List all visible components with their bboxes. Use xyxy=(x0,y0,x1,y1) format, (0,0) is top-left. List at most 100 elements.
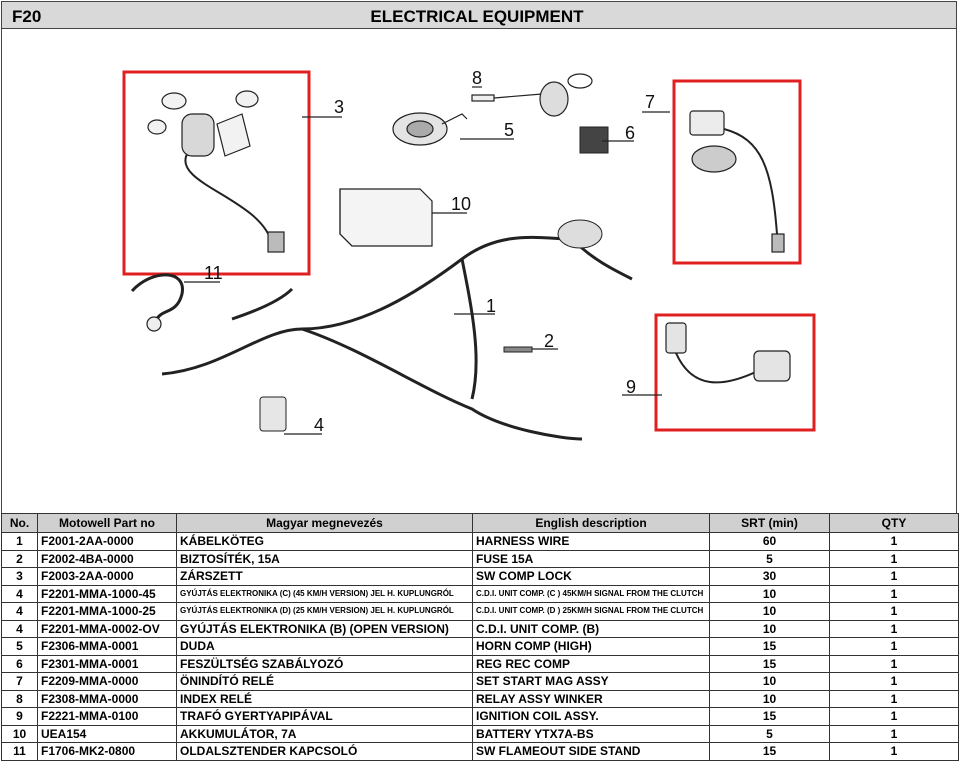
callout-7: 7 xyxy=(645,92,655,112)
row-part-no: F2001-2AA-0000 xyxy=(37,532,177,551)
row-srt: 5 xyxy=(709,549,830,568)
row-hungarian-name: GYÚJTÁS ELEKTRONIKA (B) (OPEN VERSION) xyxy=(176,619,473,638)
row-qty: 1 xyxy=(829,619,959,638)
row-english-description: FUSE 15A xyxy=(472,549,710,568)
col-header-no: No. xyxy=(1,513,38,533)
callout-11: 11 xyxy=(204,263,223,283)
row-qty: 1 xyxy=(829,602,959,621)
row-part-no: F2301-MMA-0001 xyxy=(37,654,177,673)
row-no: 9 xyxy=(1,707,38,726)
callout-2: 2 xyxy=(544,331,554,351)
col-header-qty: QTY xyxy=(829,513,959,533)
row-srt: 30 xyxy=(709,567,830,586)
parts-table: No. Motowell Part no Magyar megnevezés E… xyxy=(1,513,959,761)
leader-lines xyxy=(184,86,670,435)
col-header-part-no: Motowell Part no xyxy=(37,513,177,533)
row-english-description: SW COMP LOCK xyxy=(472,567,710,586)
regulator-drawing xyxy=(579,126,609,154)
row-part-no: F2003-2AA-0000 xyxy=(37,567,177,586)
row-no: 6 xyxy=(1,654,38,673)
row-no: 8 xyxy=(1,689,38,708)
row-hungarian-name: AKKUMULÁTOR, 7A xyxy=(176,724,473,743)
row-english-description: RELAY ASSY WINKER xyxy=(472,689,710,708)
col-header-srt: SRT (min) xyxy=(709,513,830,533)
row-srt: 15 xyxy=(709,654,830,673)
row-hungarian-name: KÁBELKÖTEG xyxy=(176,532,473,551)
row-part-no: F1706-MK2-0800 xyxy=(37,742,177,761)
row-english-description: HORN COMP (HIGH) xyxy=(472,637,710,656)
row-english-description: SW FLAMEOUT SIDE STAND xyxy=(472,742,710,761)
row-srt: 10 xyxy=(709,672,830,691)
row-hungarian-name: ZÁRSZETT xyxy=(176,567,473,586)
row-srt: 15 xyxy=(709,637,830,656)
row-english-description: HARNESS WIRE xyxy=(472,532,710,551)
row-english-description: C.D.I. UNIT COMP. (B) xyxy=(472,619,710,638)
row-part-no: F2306-MMA-0001 xyxy=(37,637,177,656)
row-english-description: BATTERY YTX7A-BS xyxy=(472,724,710,743)
starter-relay-drawing xyxy=(689,110,785,253)
row-no: 1 xyxy=(1,532,38,551)
ignition-switch-drawing xyxy=(147,90,285,253)
row-no: 4 xyxy=(1,584,38,603)
row-no: 4 xyxy=(1,619,38,638)
row-srt: 5 xyxy=(709,724,830,743)
page-title: ELECTRICAL EQUIPMENT xyxy=(370,7,584,26)
row-part-no: F2209-MMA-0000 xyxy=(37,672,177,691)
row-no: 7 xyxy=(1,672,38,691)
row-no: 5 xyxy=(1,637,38,656)
row-part-no: F2201-MMA-0002-OV xyxy=(37,619,177,638)
callout-3: 3 xyxy=(334,97,344,117)
highlight-box-ignition-switch xyxy=(122,70,311,276)
winker-relay-drawing xyxy=(471,73,593,117)
row-qty: 1 xyxy=(829,567,959,586)
callout-6: 6 xyxy=(625,123,635,143)
callout-9: 9 xyxy=(626,377,636,397)
row-english-description: IGNITION COIL ASSY. xyxy=(472,707,710,726)
row-qty: 1 xyxy=(829,532,959,551)
row-srt: 10 xyxy=(709,602,830,621)
callout-4: 4 xyxy=(314,415,324,435)
row-part-no: F2201-MMA-1000-25 xyxy=(37,602,177,621)
row-srt: 15 xyxy=(709,742,830,761)
callout-1: 1 xyxy=(486,296,496,316)
col-header-hungarian: Magyar megnevezés xyxy=(176,513,473,533)
row-qty: 1 xyxy=(829,742,959,761)
row-part-no: F2221-MMA-0100 xyxy=(37,707,177,726)
row-srt: 10 xyxy=(709,584,830,603)
row-srt: 60 xyxy=(709,532,830,551)
parts-diagram: 1 2 3 4 5 6 7 8 9 10 11 xyxy=(1,29,957,513)
row-hungarian-name: DUDA xyxy=(176,637,473,656)
callout-8: 8 xyxy=(472,68,482,88)
cdi-unit-drawing xyxy=(259,396,287,432)
row-hungarian-name: BIZTOSÍTÉK, 15A xyxy=(176,549,473,568)
callout-10: 10 xyxy=(451,194,471,214)
harness-wire-drawing xyxy=(161,235,633,441)
row-english-description: SET START MAG ASSY xyxy=(472,672,710,691)
row-english-description: REG REC COMP xyxy=(472,654,710,673)
row-no: 3 xyxy=(1,567,38,586)
battery-drawing xyxy=(339,188,433,247)
row-srt: 15 xyxy=(709,707,830,726)
col-header-english: English description xyxy=(472,513,710,533)
highlight-box-ignition-coil xyxy=(654,313,816,432)
horn-drawing xyxy=(392,112,468,146)
row-hungarian-name: GYÚJTÁS ELEKTRONIKA (C) (45 KM/H VERSION… xyxy=(176,584,473,603)
row-no: 4 xyxy=(1,602,38,621)
exploded-view-drawing: 1 2 3 4 5 6 7 8 9 10 11 xyxy=(122,68,816,441)
row-no: 10 xyxy=(1,724,38,743)
section-code: F20 xyxy=(12,7,42,26)
row-qty: 1 xyxy=(829,654,959,673)
row-qty: 1 xyxy=(829,549,959,568)
row-part-no: F2308-MMA-0000 xyxy=(37,689,177,708)
row-hungarian-name: FESZÜLTSÉG SZABÁLYOZÓ xyxy=(176,654,473,673)
